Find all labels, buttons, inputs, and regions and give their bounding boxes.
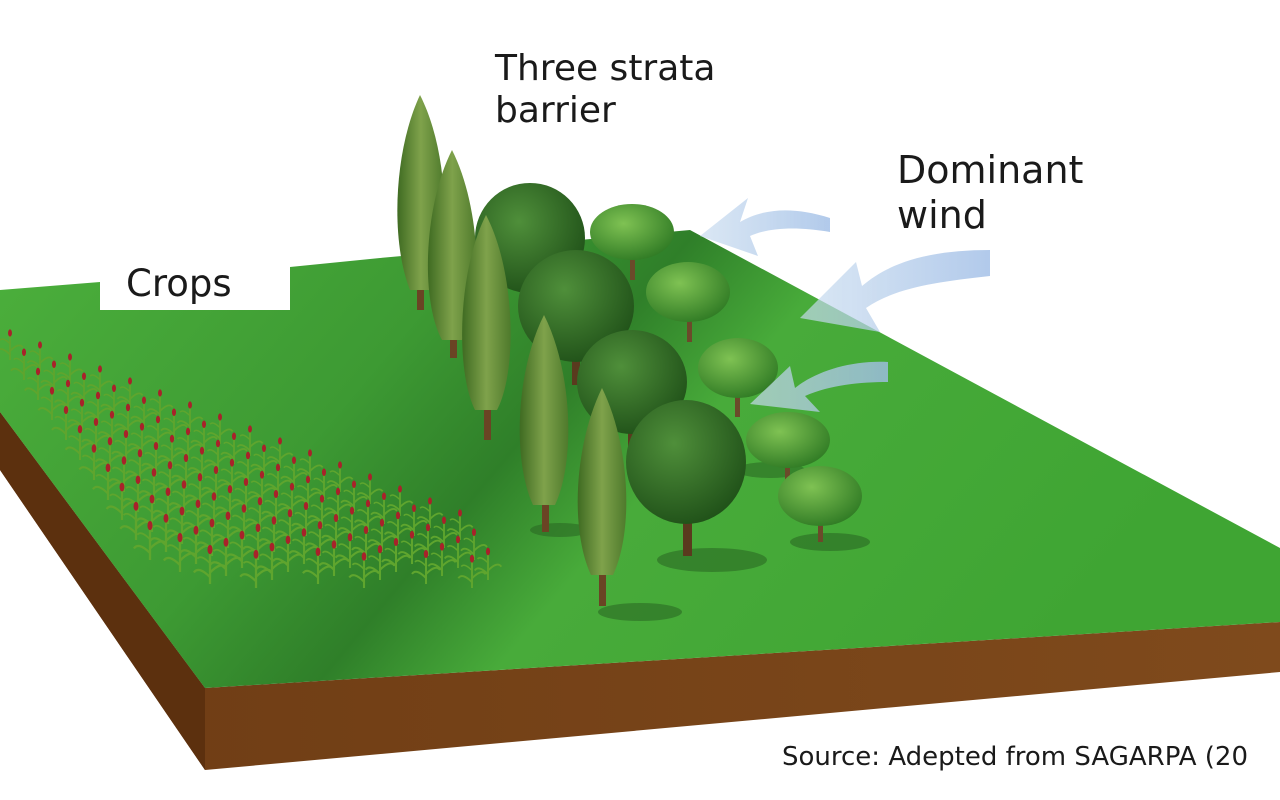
crop-plant-icon [340,480,368,512]
crop-plant-icon [190,420,218,452]
crop-plant-icon [217,458,247,492]
wind-arrow-icon [800,250,990,332]
broadleaf-tree-icon [626,400,746,556]
crop-plant-icon [296,449,324,480]
crop-plant-icon [119,501,153,540]
crop-plant-icon [302,547,334,584]
crop-plant-icon [37,386,67,420]
crop-plant-icon [247,470,277,504]
crop-plant-icon [386,485,414,516]
soil-front [0,412,1280,770]
crop-plant-icon [239,549,273,588]
crop-plant-icon [430,516,458,548]
crop-plant-icon [51,406,81,440]
crop-plant-icon [130,396,158,428]
crop-plant-icon [446,509,474,540]
crop-plant-icon [473,547,503,580]
crop-plant-icon [83,391,113,424]
shrub-icon [646,262,730,342]
crop-plant-icon [411,550,441,584]
crop-plant-icon [293,475,323,508]
crop-plant-icon [348,552,380,588]
crop-plant-icon [162,532,198,572]
crop-plant-icon [258,516,290,552]
wind-arrow-icon [700,198,830,256]
cypress-tree-icon [427,150,477,358]
crop-plant-icon [367,518,397,552]
crop-plant-icon [413,523,443,556]
cypress-tree-icon [519,315,569,532]
crop-plant-icon [86,365,114,396]
source-caption: Source: Adepted from SAGARPA (20 [782,742,1248,772]
crop-plant-icon [53,379,83,412]
crop-plant-icon [40,360,68,392]
crop-plant-icon [209,537,243,576]
crop-plant-icon [23,367,53,400]
wind-arrows [700,198,990,412]
crop-plant-icon [203,439,233,472]
cypress-tree-icon [577,388,627,606]
crop-plant-icon [427,542,457,576]
crop-plant-icon [236,425,264,456]
crop-plant-icon [187,446,217,480]
crop-plant-icon [364,545,396,580]
crop-plant-icon [206,413,234,444]
crop-plant-icon [233,451,263,484]
crop-plant-icon [370,492,398,524]
crop-plant-icon [326,461,354,492]
crop-plant-icon [220,432,248,464]
crop-plant-icon [113,403,143,436]
cypress-tree-icon [462,215,511,440]
crop-plant-icon [100,384,128,416]
crop-plant-icon [116,377,144,408]
crop-plant-icon [397,530,427,564]
crop-plant-icon [416,497,444,528]
crop-plant-icon [143,415,173,448]
crop-plant-icon [56,353,84,384]
crop-plant-icon [173,427,203,460]
shrub-icon [746,412,830,487]
crop-plant-icon [146,389,174,420]
crop-plant-icon [272,535,304,572]
crop-plant-icon [160,408,188,440]
crop-rows [0,329,503,588]
crop-plant-icon [277,482,307,516]
crop-plant-icon [356,473,384,504]
shrub-strata [590,204,862,542]
crop-plant-icon [310,468,338,500]
cypress-strata [397,95,627,606]
crop-plant-icon [105,482,139,520]
shrub-icon [698,338,778,417]
crops-label: Crops [100,262,290,310]
crop-plant-icon [192,544,228,584]
crop-plant-icon [266,437,294,468]
crop-plant-icon [132,520,168,560]
shrub-icon [778,466,862,542]
crop-plant-icon [383,511,413,544]
crop-plant-icon [78,444,110,480]
crop-plant-icon [443,535,473,568]
crop-plant-icon [176,401,204,432]
wind-arrow-icon [750,361,888,412]
crop-plant-icon [70,372,98,404]
crop-plant-icon [457,554,487,588]
crop-plant-icon [10,348,38,380]
crop-plant-icon [323,487,353,520]
soil-side [0,412,205,770]
crop-plant-icon [400,504,428,536]
crop-plant-icon [263,463,293,496]
crop-plant-icon [26,341,54,372]
crop-plant-icon [250,444,278,476]
crop-plant-icon [353,499,383,532]
crop-plant-icon [0,329,24,360]
crop-plant-icon [280,456,308,488]
crop-plant-icon [92,463,124,500]
crop-plant-icon [97,410,127,444]
crop-plant-icon [460,528,488,560]
shrub-icon [590,204,674,280]
